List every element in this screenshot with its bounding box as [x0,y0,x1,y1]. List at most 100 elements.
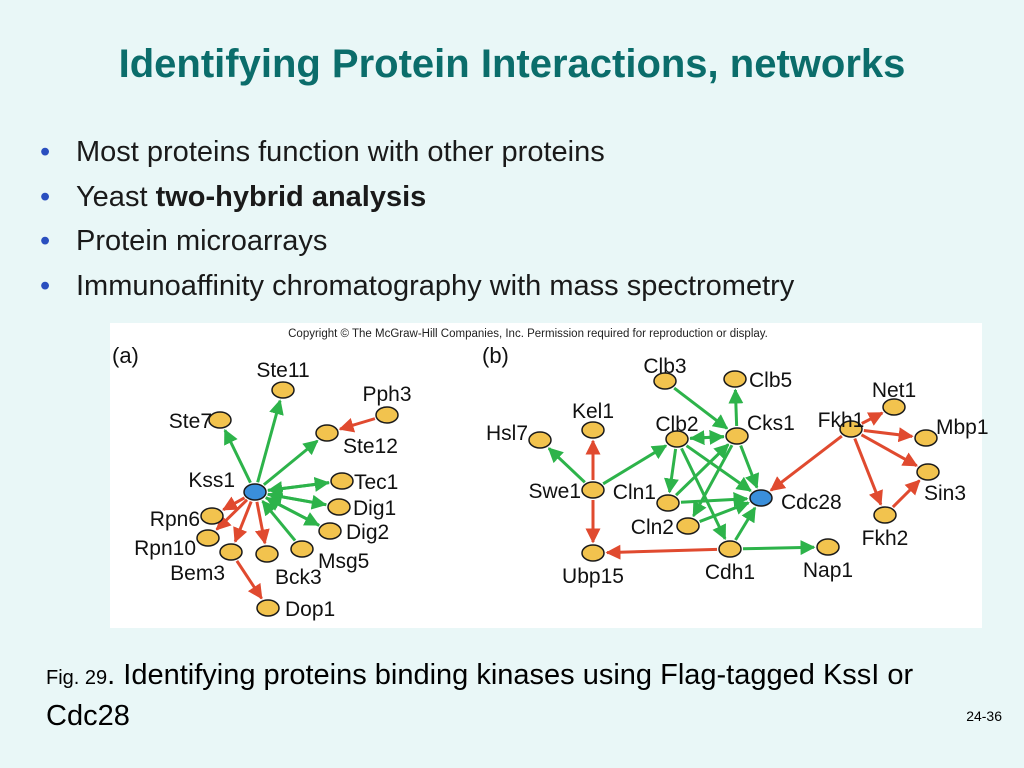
node-marker [208,411,232,429]
edge-arrow-kss1-ste12 [262,439,319,486]
node-ste7: Ste7 [169,410,232,433]
edge-arrow-tec1-kss1 [267,481,330,497]
node-marker [653,372,677,390]
node-marker [725,427,749,445]
node-label: Rpn10 [134,537,196,560]
node-label: Mbp1 [936,416,989,439]
node-kss1: Kss1 [188,469,267,501]
bullet-item: • Yeast two-hybrid analysis [40,177,794,222]
node-marker [271,381,295,399]
node-cln1: Cln1 [613,481,680,512]
node-bck3: Bck3 [255,545,322,589]
node-marker [255,545,279,563]
node-clb3: Clb3 [643,355,687,390]
bullet-dot: • [40,225,51,257]
edge-arrow-fkh1-net1 [861,411,884,426]
edge-arrow-fkh1-fkh2 [853,437,883,506]
node-rpn6: Rpn6 [150,507,224,531]
edge-arrow-cln1-cdc28 [680,491,749,507]
edge-arrow-kss1-bck3 [254,501,270,545]
page-number: 24-36 [966,708,1002,724]
node-label: Cks1 [747,412,795,435]
caption-prefix: Fig. 29 [46,667,108,689]
node-label: Fkh2 [862,527,909,550]
node-mbp1: Mbp1 [914,416,989,447]
node-label: Dig1 [353,497,396,520]
node-marker [330,472,354,490]
edge-arrow-bem3-dop1 [235,560,263,600]
copyright-notice: Copyright © The McGraw-Hill Companies, I… [288,328,768,340]
bullet-bold-text: two-hybrid analysis [155,180,427,213]
bullet-dot: • [40,269,51,302]
edge-arrow-dig1-kss1 [267,489,327,507]
panel-b-label: (b) [482,343,509,368]
node-net1: Net1 [872,379,916,416]
bullet-list: • Most proteins function with other prote… [40,132,794,310]
node-label: Rpn6 [150,508,200,531]
node-bem3: Bem3 [170,543,243,585]
bullet-text: Immunoaffinity chromatography with mass … [76,269,795,302]
node-label: Bck3 [275,566,322,589]
edge-arrow-cln1-cks1 [674,443,730,497]
bullet-text: Most proteins function with other protei… [76,136,605,168]
node-dop1: Dop1 [256,598,335,621]
node-marker [723,370,747,388]
node-marker [256,599,280,617]
edge-layer [215,386,921,600]
node-label: Dop1 [285,598,335,621]
network-diagram: Copyright © The McGraw-Hill Companies, I… [112,328,989,621]
node-layer: Kss1Ste7Ste11Pph3Ste12Tec1Dig1Dig2Msg5Rp… [134,355,988,621]
bullet-dot: • [40,180,51,213]
node-label: Clb3 [643,355,686,378]
edge-arrow-fkh1-cdc28 [769,434,843,492]
bullet-item: • Immunoaffinity chromatography with mass… [40,266,794,311]
node-marker [581,544,605,562]
node-label: Tec1 [354,471,398,494]
node-marker [839,420,863,438]
node-marker [676,517,700,535]
node-clb2: Clb2 [655,413,699,448]
edge-arrow-cdh1-cdc28 [734,506,757,541]
node-label: Cdc28 [781,491,842,514]
node-marker [665,430,689,448]
edge-arrow-cks1-cdc28 [739,445,760,489]
bullet-item: •Most proteins function with other prote… [40,132,794,177]
node-label: Kel1 [572,400,614,423]
node-label: Swe1 [528,480,581,503]
edge-arrow-pph3-ste12 [338,417,376,433]
node-marker [528,431,552,449]
edge-arrow-kss1-rpn10 [215,498,249,531]
edge-arrow-clb2-cln1 [663,448,679,494]
node-dig2: Dig2 [318,521,389,544]
bullet-text: Yeast [76,180,156,213]
node-dig1: Dig1 [327,497,396,520]
node-fkh1: Fkh1 [818,409,865,438]
edge-arrow-kss1-ste7 [223,428,252,484]
caption-text: . Identifying proteins binding kinases u… [46,659,914,732]
node-marker [315,424,339,442]
edge-arrow-swe1-clb2 [602,444,668,486]
node-marker [200,507,224,525]
node-kel1: Kel1 [572,400,614,439]
node-cdh1: Cdh1 [705,540,755,584]
edge-arrow-cdh1-nap1 [742,540,816,556]
node-nap1: Nap1 [803,538,853,582]
edge-arrow-fkh1-sin3 [860,433,918,467]
node-label: Ste7 [169,410,212,433]
node-label: Pph3 [362,383,411,406]
bullet-text: Protein microarrays [76,225,328,257]
node-label: Msg5 [318,550,369,573]
node-marker [243,483,267,501]
figure-caption: Fig. 29. Identifying proteins binding ki… [46,656,976,735]
node-cdc28: Cdc28 [749,489,842,514]
node-label: Clb5 [749,369,792,392]
network-figure: Copyright © The McGraw-Hill Companies, I… [110,323,989,628]
node-marker [196,529,220,547]
edge-arrow-swe1-hsl7 [547,447,586,484]
node-label: Fkh1 [818,409,865,432]
node-label: Hsl7 [486,422,528,445]
node-hsl7: Hsl7 [486,422,552,449]
node-marker [375,406,399,424]
edge-arrow-fkh2-sin3 [891,479,921,509]
node-marker [873,506,897,524]
